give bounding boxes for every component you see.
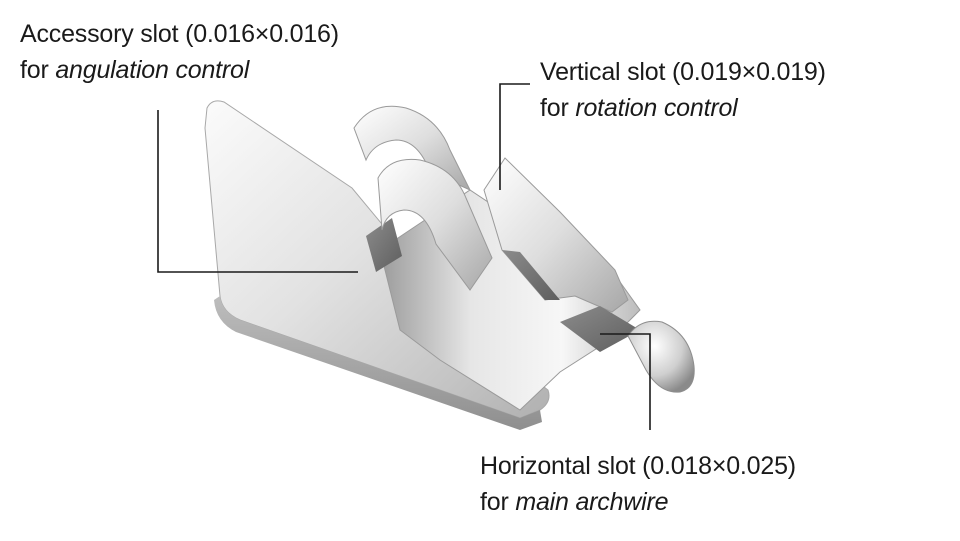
vertical-slot-purpose: rotation control — [575, 94, 738, 122]
accessory-slot-purpose-line: for angulation control — [20, 52, 339, 88]
bracket-illustration — [204, 100, 695, 430]
bracket-base-edge — [214, 296, 542, 430]
accessory-slot-title: Accessory slot (0.016×0.016) — [20, 20, 339, 48]
vertical-slot-prefix: for — [540, 94, 576, 122]
accessory-slot-leader-line — [157, 110, 358, 273]
vertical-slot-label: Vertical slot (0.019×0.019) for rotation… — [540, 54, 826, 126]
horizontal-slot-purpose-line: for main archwire — [480, 484, 796, 520]
accessory-slot-gap — [366, 218, 402, 272]
tie-wing-lower — [377, 158, 493, 291]
vertical-slot-shadow — [502, 250, 560, 300]
accessory-slot-purpose: angulation control — [55, 56, 250, 84]
horizontal-slot-label: Horizontal slot (0.018×0.025) for main a… — [480, 448, 796, 520]
vertical-slot-leader-line — [499, 83, 530, 190]
vertical-slot-purpose-line: for rotation control — [540, 90, 826, 126]
accessory-slot-prefix: for — [20, 56, 56, 84]
horizontal-slot-leader-line — [600, 333, 651, 430]
horizontal-slot — [560, 306, 640, 352]
horizontal-slot-prefix: for — [480, 488, 516, 516]
bracket-hook — [627, 320, 695, 393]
vertical-slot-title: Vertical slot (0.019×0.019) — [540, 58, 826, 86]
accessory-slot-label: Accessory slot (0.016×0.016) for angulat… — [20, 16, 339, 88]
horizontal-slot-title: Horizontal slot (0.018×0.025) — [480, 452, 796, 480]
horizontal-slot-purpose: main archwire — [515, 488, 669, 516]
